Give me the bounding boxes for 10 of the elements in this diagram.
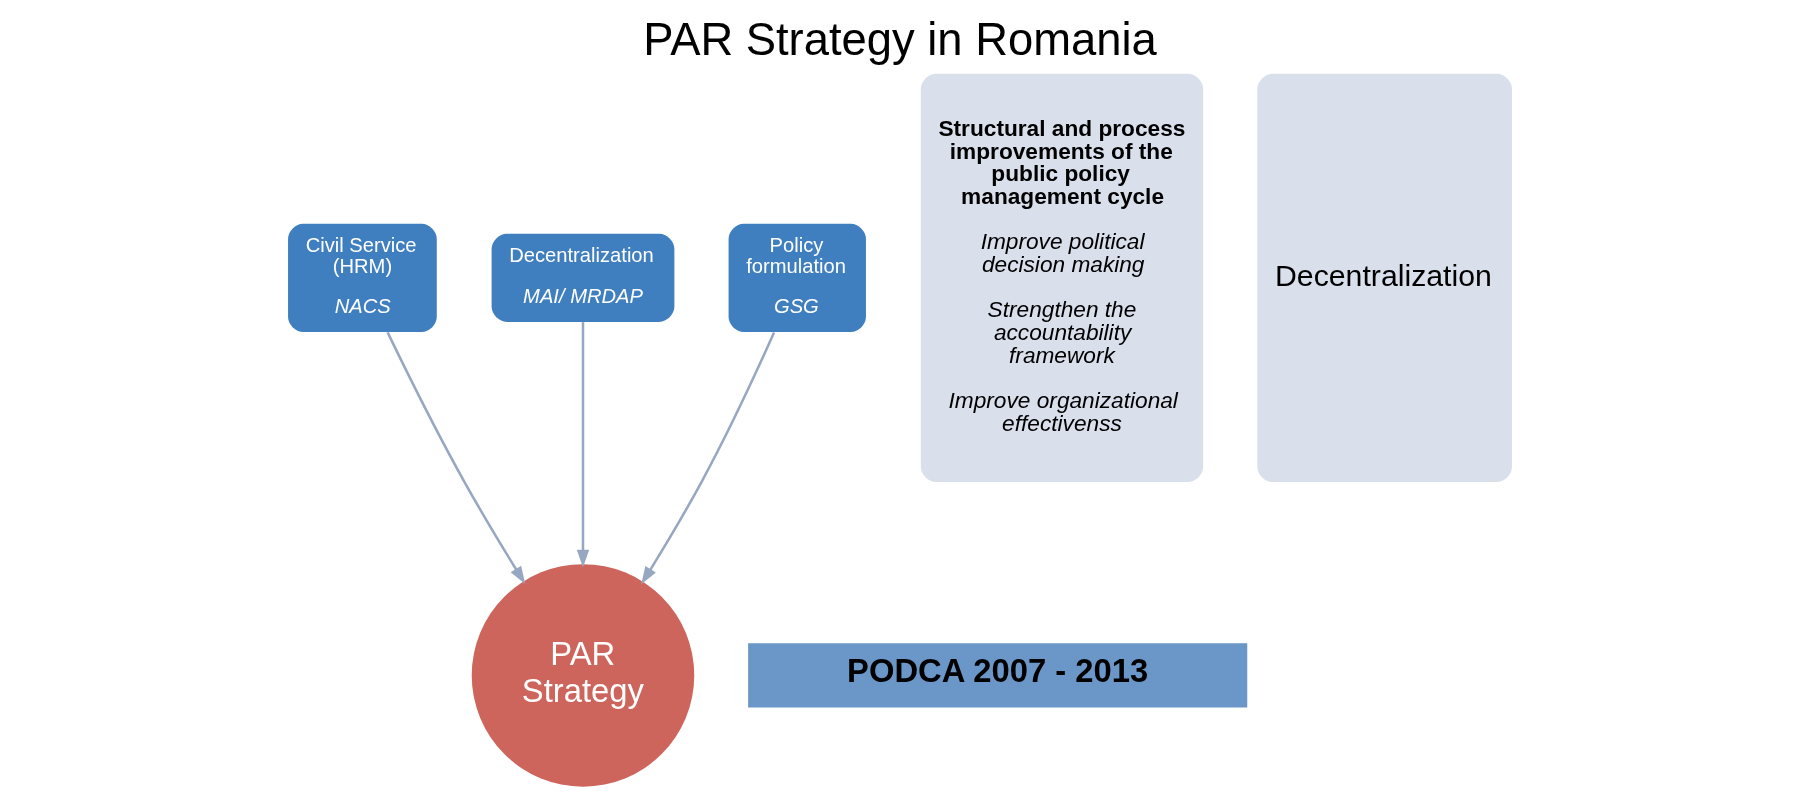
arrow: [640, 332, 775, 585]
diagram-title: PAR Strategy in Romania: [642, 13, 1157, 65]
node-box: Decentralization MAI/ MRDAP: [491, 233, 674, 322]
arrow: [386, 331, 525, 585]
node-box: Structural and process improvements of the public policy management cycle Improve political decision making Strengthen the accountability framework Improve organizational effectivenss: [920, 73, 1203, 483]
arrow: [576, 322, 589, 568]
node-box: Policy formulation GSG: [728, 223, 866, 333]
node-box: Civil Service (HRM) NACS: [287, 223, 437, 333]
node-box: PODCA 2007 - 2013: [747, 643, 1247, 708]
node-box: Decentralization: [1256, 73, 1512, 483]
